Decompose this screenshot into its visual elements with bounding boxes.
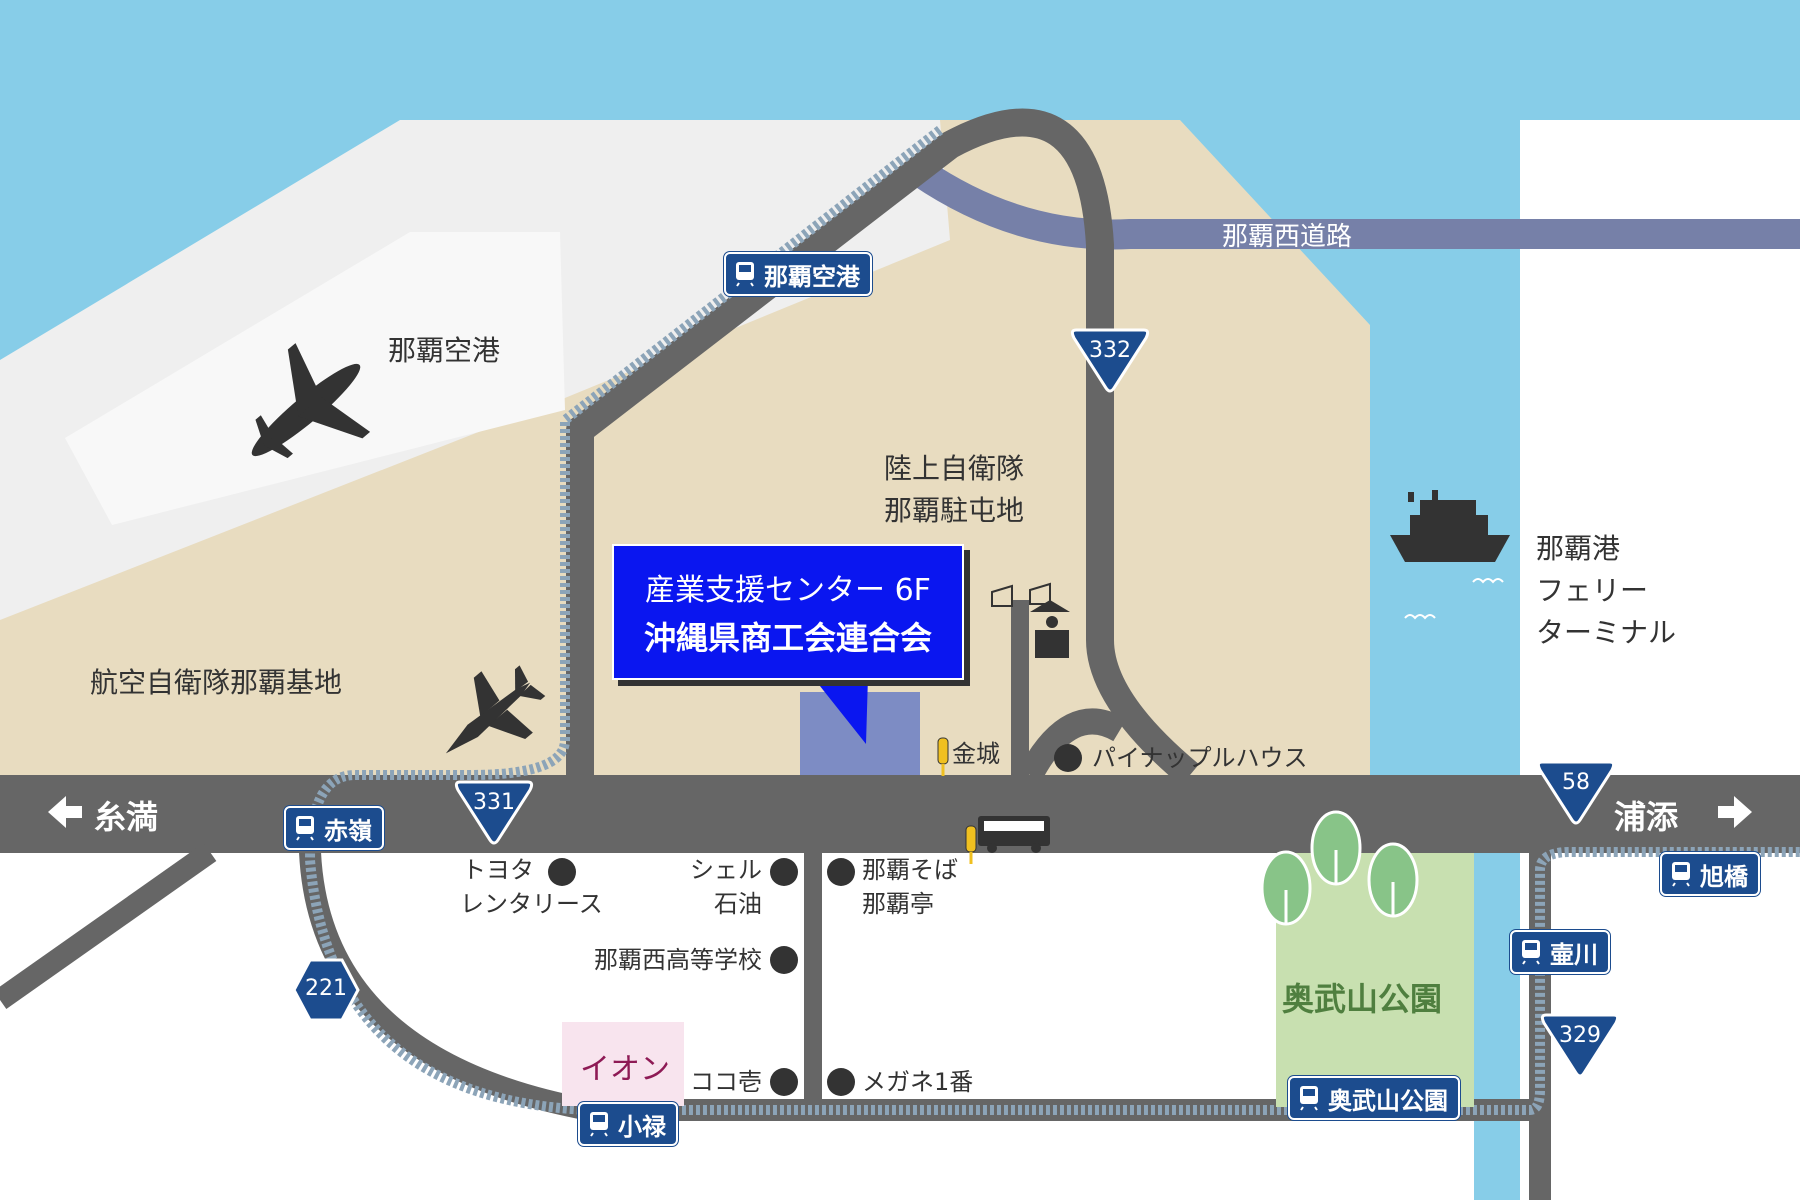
ship-icon bbox=[1390, 490, 1510, 620]
arrow-left-icon bbox=[48, 796, 82, 828]
station-naha-airport[interactable]: 那覇空港 bbox=[724, 252, 872, 296]
poi-shell-line2: 石油 bbox=[714, 890, 762, 918]
train-icon bbox=[1298, 1085, 1320, 1111]
tree-trunks bbox=[1284, 850, 1395, 925]
station-oroku-label: 小禄 bbox=[618, 1112, 666, 1141]
station-akamine[interactable]: 赤嶺 bbox=[284, 806, 384, 850]
station-naha-airport-label: 那覇空港 bbox=[764, 262, 860, 291]
train-icon bbox=[734, 261, 756, 287]
airport-area-label: 那覇空港 bbox=[388, 334, 501, 367]
direction-itoman: 糸満 bbox=[94, 792, 158, 838]
gsdf-label-line2: 那覇駐屯地 bbox=[884, 494, 1025, 527]
route-shield-icon bbox=[292, 328, 1620, 1078]
train-icon bbox=[1670, 861, 1692, 887]
watchtower-icon bbox=[991, 582, 1070, 658]
route-331-label: 331 bbox=[473, 790, 515, 815]
bus-icon bbox=[978, 816, 1050, 853]
route-332-label: 332 bbox=[1089, 338, 1131, 363]
station-onoyama-park[interactable]: 奥武山公園 bbox=[1288, 1076, 1460, 1120]
poi-coco-ichi: ココ壱 bbox=[690, 1068, 762, 1096]
arrow-right-icon bbox=[1718, 796, 1752, 828]
poi-megane: メガネ1番 bbox=[862, 1068, 974, 1096]
station-akamine-label: 赤嶺 bbox=[324, 816, 372, 845]
route-329-label: 329 bbox=[1559, 1023, 1601, 1048]
expressway-naha-nishi bbox=[911, 159, 1800, 250]
poi-soba-line2: 那覇亭 bbox=[862, 890, 934, 918]
station-oroku[interactable]: 小禄 bbox=[578, 1102, 678, 1146]
road-332 bbox=[566, 108, 1199, 786]
bus-stop-marker bbox=[937, 737, 977, 864]
poi-toyota-line1: トヨタ bbox=[462, 856, 534, 884]
road-main bbox=[0, 775, 1800, 853]
train-icon bbox=[1520, 939, 1542, 965]
runway bbox=[65, 232, 565, 525]
route-221-label: 221 bbox=[305, 976, 347, 1001]
callout-organization: 沖縄県商工会連合会 bbox=[643, 619, 932, 657]
direction-urasoe-text: 浦添 bbox=[1614, 798, 1679, 836]
direction-urasoe: 浦添 bbox=[1614, 792, 1678, 838]
south-land bbox=[0, 850, 1474, 1200]
poi-pineapple-house: パイナップルハウス bbox=[1092, 744, 1308, 772]
station-asahibashi-label: 旭橋 bbox=[1700, 862, 1748, 891]
poi-high-school: 那覇西高等学校 bbox=[594, 946, 762, 974]
callout-pointer bbox=[812, 676, 868, 744]
poi-soba-line1: 那覇そば bbox=[862, 856, 958, 884]
poi-dots bbox=[548, 744, 1082, 1096]
station-tsubogawa[interactable]: 壷川 bbox=[1510, 930, 1610, 974]
port-label-line2: フェリー bbox=[1536, 574, 1649, 607]
poi-toyota-line2: レンタリース bbox=[460, 890, 603, 918]
route-58-label: 58 bbox=[1562, 770, 1590, 795]
road-sw-diagonal bbox=[0, 843, 217, 1009]
poi-shell-line1: シェル bbox=[690, 856, 762, 884]
station-onoyama-park-label: 奥武山公園 bbox=[1328, 1086, 1448, 1115]
port-label-line3: ターミナル bbox=[1536, 616, 1677, 649]
train-icon bbox=[294, 815, 316, 841]
monorail-line bbox=[304, 126, 1800, 1115]
expressway-label: 那覇西道路 bbox=[1222, 222, 1353, 252]
train-icon bbox=[588, 1111, 610, 1137]
aeon-block bbox=[562, 1022, 684, 1106]
destination-callout: 産業支援センター 6F 沖縄県商工会連合会 bbox=[612, 544, 964, 680]
park-label: 奥武山公園 bbox=[1282, 980, 1443, 1018]
road-221 bbox=[299, 851, 1540, 1121]
station-asahibashi[interactable]: 旭橋 bbox=[1660, 852, 1760, 896]
bus-stop-label: 金城 bbox=[952, 740, 1000, 768]
callout-building: 産業支援センター 6F bbox=[645, 573, 931, 608]
road-arc bbox=[1018, 708, 1127, 782]
port-label-line1: 那覇港 bbox=[1536, 532, 1621, 565]
poi-aeon: イオン bbox=[580, 1052, 670, 1087]
airplane-icon bbox=[251, 343, 371, 459]
asdf-base-label: 航空自衛隊那覇基地 bbox=[90, 666, 343, 699]
fighter-jet-icon bbox=[445, 665, 546, 754]
direction-itoman-text: 糸満 bbox=[94, 798, 159, 836]
station-tsubogawa-label: 壷川 bbox=[1550, 940, 1598, 969]
gsdf-label-line1: 陸上自衛隊 bbox=[884, 452, 1025, 485]
